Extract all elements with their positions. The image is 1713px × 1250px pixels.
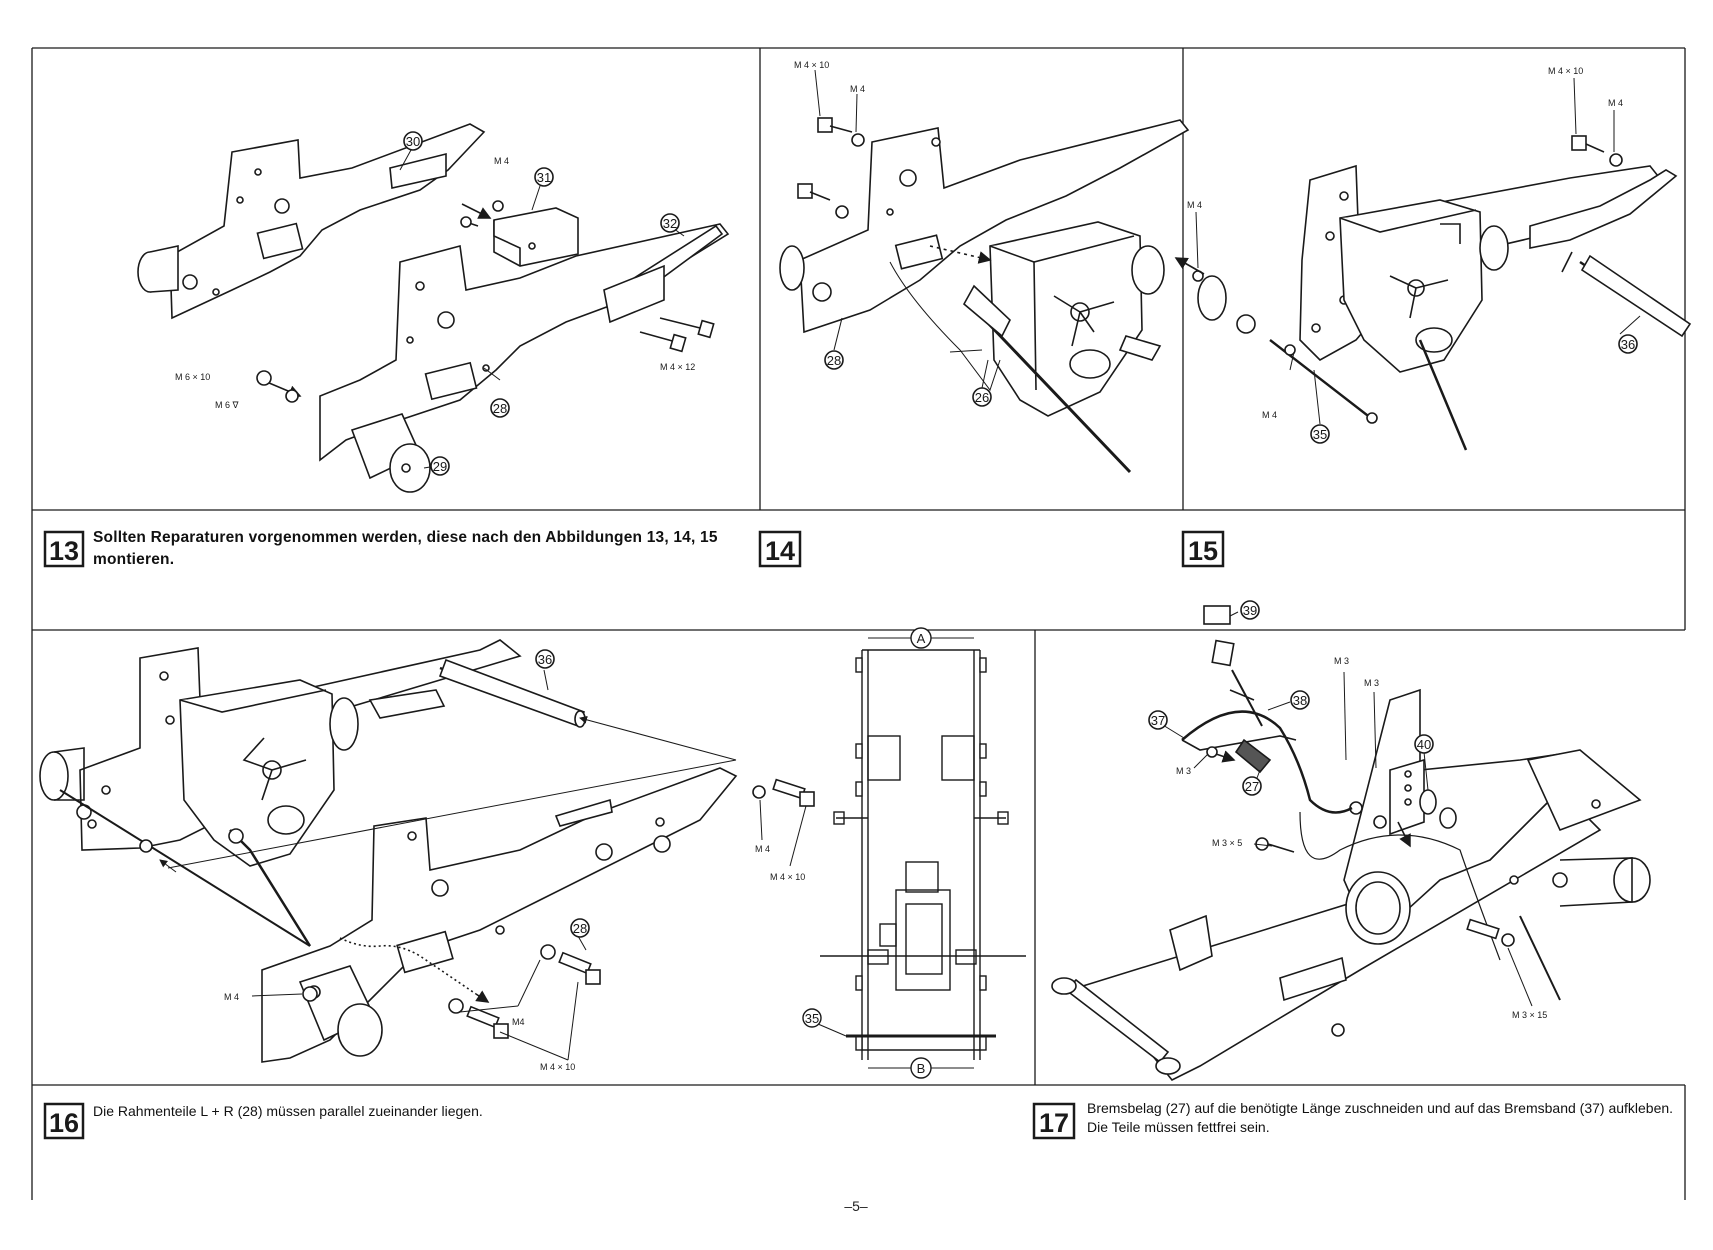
part-callouts-13: 30 31 32 28 29 [403,131,680,476]
figure-17: 39 38 37 27 40 M 3 M 3 M 3 M 3 × 5 M 3 ×… [1051,600,1651,1082]
fastener-label: M 3 [1176,766,1191,776]
dimension-label-b: B [917,1061,926,1076]
step-13-instruction: Sollten Reparaturen vorgenommen werden, … [93,529,718,568]
fastener-label: M 6 ∇ [215,400,240,410]
step-badge-15: 15 [1181,530,1225,568]
fastener-label: M 3 × 15 [1512,1010,1547,1020]
part-callouts-15: 36 35 [1310,334,1638,444]
part-number: 36 [1621,337,1635,352]
part-callouts-16: 36 28 [535,649,590,938]
page-frame [31,47,1686,1200]
fastener-label: M 4 [1262,410,1277,420]
step-number-14: 14 [765,536,795,566]
fastener-label: M 3 [1364,678,1379,688]
step-badge-16: 16 [43,1102,85,1140]
fastener-label: M 4 × 10 [540,1062,575,1072]
gearbox [179,679,335,867]
fastener-label: M 4 [755,844,770,854]
part-number: 28 [493,401,507,416]
step-number-15: 15 [1188,536,1218,566]
frame-base [1068,788,1602,1082]
fastener-label: M 4 × 10 [794,60,829,70]
part-number: 26 [975,390,989,405]
step-badge-13: 13 [43,530,85,568]
fastener-label: M 4 [850,84,865,94]
brake-band [1181,710,1353,814]
fastener-label: M 4 [224,992,239,1002]
step-number-17: 17 [1039,1108,1069,1138]
step-number-13: 13 [49,536,79,566]
part-number: 29 [433,459,447,474]
part-number: 32 [663,216,677,231]
part-callouts-17: 39 38 37 27 40 [1148,600,1434,796]
part-number: 27 [1245,779,1259,794]
figure-13: 30 31 32 28 29 M 4 M 4 × 12 M 6 × 10 M 6… [137,123,730,493]
part-number: 28 [827,353,841,368]
step-number-16: 16 [49,1108,79,1138]
fastener-label: M 4 [494,156,509,166]
part-number: 35 [805,1011,819,1026]
step-16-instruction: Die Rahmenteile L + R (28) müssen parall… [93,1103,483,1119]
motor-bracket [493,207,579,267]
part-number: 36 [538,652,552,667]
part-number: 31 [537,170,551,185]
part-number: 28 [573,921,587,936]
fastener-label: M 4 × 10 [770,872,805,882]
fastener-label: M 4 × 12 [660,362,695,372]
part-number: 38 [1293,693,1307,708]
frame-plate-front [261,767,738,1063]
part-number: 35 [1313,427,1327,442]
part-number: 39 [1243,603,1257,618]
figure-16: 36 28 M 4 M 4 × 10 M 4 M4 M 4 × 10 [39,639,815,1072]
fastener-label: M 4 [1187,200,1202,210]
fastener-label: M 6 × 10 [175,372,210,382]
part-callouts-14: 28 26 [824,350,992,407]
part-number: 40 [1417,737,1431,752]
size-labels-13: M 4 M 4 × 12 M 6 × 10 M 6 ∇ [175,156,695,410]
figure-16-top-view: A B 35 [802,627,1026,1079]
part-number: 37 [1151,713,1165,728]
figure-14: 28 26 M 4 × 10 M 4 [779,60,1190,474]
step-badge-17: 17 [1032,1102,1076,1140]
fastener-label: M 4 × 10 [1548,66,1583,76]
fastener-label: M 3 [1334,656,1349,666]
dimension-label-a: A [917,631,926,646]
page-number: –5– [844,1198,868,1214]
step-badge-14: 14 [758,530,802,568]
part-number: 30 [406,134,420,149]
fastener-label: M 4 [1608,98,1623,108]
fastener-label: M 3 × 5 [1212,838,1242,848]
frame-plate [799,119,1190,334]
figure-15: 36 35 M 4 × 10 M 4 M 4 M 4 [1174,66,1692,451]
fastener-label: M4 [512,1017,525,1027]
step-17-instruction: Bremsbelag (27) auf die benötigte Länge … [1087,1100,1674,1135]
